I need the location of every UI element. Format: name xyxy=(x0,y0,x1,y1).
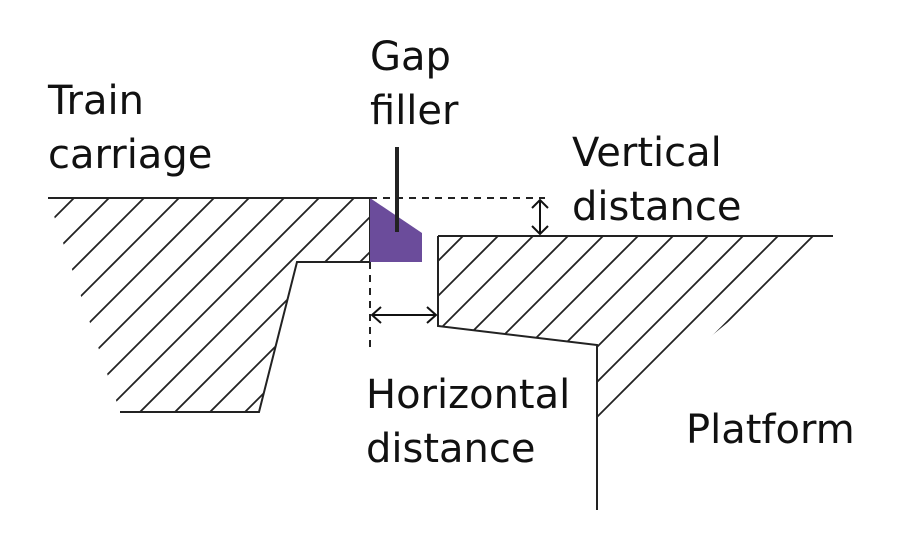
vertical-distance-arrow xyxy=(531,198,549,236)
hatch-line xyxy=(633,236,833,510)
horizontal-distance-arrow xyxy=(370,306,438,324)
hatch-line xyxy=(438,236,499,510)
hatch-line xyxy=(703,236,833,510)
hatch-line xyxy=(528,236,814,510)
train-carriage-label-line2: carriage xyxy=(48,132,212,178)
vertical-distance-label-line1: Vertical xyxy=(572,130,722,176)
train-carriage-label-line1: Train xyxy=(47,78,144,124)
hatch-line xyxy=(131,198,355,412)
vertical-distance-label-line2: distance xyxy=(572,184,742,230)
hatch-line xyxy=(738,236,833,510)
hatch-line xyxy=(668,236,833,510)
hatch-line xyxy=(48,198,180,412)
hatch-line xyxy=(48,198,75,412)
platform-edge xyxy=(437,236,598,510)
hatch-line xyxy=(96,198,320,412)
platform-label: Platform xyxy=(686,407,855,453)
hatch-line xyxy=(808,236,833,510)
hatch-line xyxy=(773,236,833,510)
hatch-line xyxy=(48,198,110,412)
hatch-line xyxy=(438,236,534,510)
carriage-underframe-edge xyxy=(120,261,370,413)
hatch-line xyxy=(166,198,370,412)
hatch-line xyxy=(48,198,145,412)
hatch-line xyxy=(61,198,285,412)
hatch-line xyxy=(438,236,569,510)
hatch-line xyxy=(563,236,833,510)
gap-filler-label-line2: filler xyxy=(370,88,459,134)
gap-filler-label-line1: Gap xyxy=(370,34,451,80)
hatch-line xyxy=(48,198,250,412)
hatch-line xyxy=(598,236,833,510)
horizontal-distance-label-line1: Horizontal xyxy=(366,372,570,418)
hatch-line xyxy=(48,198,215,412)
horizontal-distance-label-line2: distance xyxy=(366,426,536,472)
